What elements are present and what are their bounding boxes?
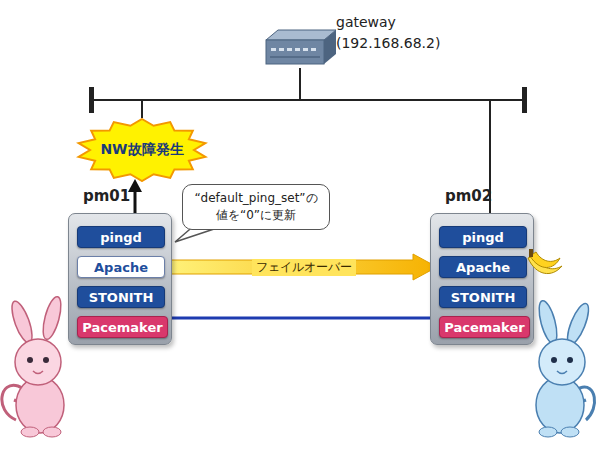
failover-shape — [167, 254, 437, 280]
callout-box: “default_ping_set”の 値を“0”に更新 — [182, 184, 330, 230]
resource-label: pingd — [462, 230, 504, 245]
interconnect-line — [172, 284, 430, 289]
failure-label: NW故障発生 — [100, 141, 183, 159]
gateway-icon — [262, 28, 338, 68]
resource-box: pingd — [439, 226, 527, 248]
resource-box: Pacemaker — [77, 316, 168, 338]
pink-mascot — [2, 295, 65, 437]
bus-end-cap — [522, 87, 527, 113]
resource-box: Pacemaker — [439, 316, 530, 338]
interconnect-link — [172, 246, 430, 247]
edge-label: フェイルオーバー — [252, 259, 356, 276]
interconnect-link — [172, 318, 430, 319]
resource-label: Apache — [456, 260, 510, 275]
blue-mascot — [536, 299, 595, 437]
resource-box: STONITH — [439, 286, 527, 308]
server-node: pm02pingdApacheSTONITHPacemaker — [430, 213, 534, 345]
node-heading: gateway (192.168.68.2) — [336, 12, 454, 54]
network-line — [142, 68, 300, 118]
failure-burst: NW故障発生 — [76, 118, 208, 182]
resource-label: Pacemaker — [444, 320, 524, 335]
callout-text: “default_ping_set”の 値を“0”に更新 — [189, 190, 323, 224]
failover-arrow — [167, 254, 437, 280]
resource-box: STONITH — [77, 286, 165, 308]
interconnect-line — [172, 317, 430, 320]
node-heading: pm02 — [445, 185, 515, 208]
network-link — [142, 68, 300, 118]
node-heading: pm01 — [83, 185, 153, 208]
resource-box: Apache — [77, 256, 165, 278]
interconnect-line — [172, 244, 430, 249]
resource-label: STONITH — [89, 290, 154, 305]
bus-end-cap — [89, 87, 94, 113]
resource-box: Apache — [439, 256, 527, 278]
resource-box: pingd — [77, 226, 165, 248]
resource-label: STONITH — [451, 290, 516, 305]
banana-icon — [528, 249, 562, 274]
resource-label: Pacemaker — [82, 320, 162, 335]
resource-label: Apache — [94, 260, 148, 275]
gateway-device: gateway (192.168.68.2) — [262, 28, 338, 68]
resource-label: pingd — [100, 230, 142, 245]
server-node: pm01pingdApacheSTONITHPacemaker — [68, 213, 172, 345]
interconnect-link — [172, 286, 430, 287]
